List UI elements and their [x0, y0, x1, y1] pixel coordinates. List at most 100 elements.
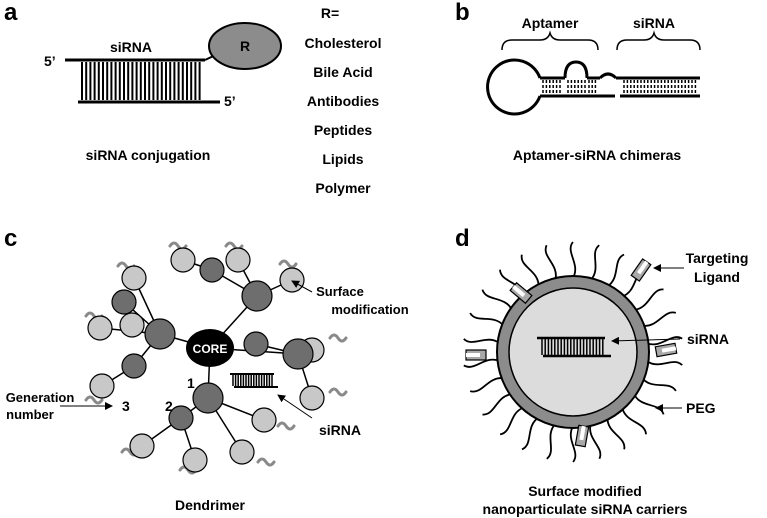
targeting-ligands — [465, 258, 678, 448]
modification-label: modification — [331, 302, 408, 317]
generation-1-node — [192, 382, 224, 414]
peg-chain — [606, 417, 626, 450]
peg-chain — [621, 407, 647, 435]
surface-modification — [328, 333, 348, 343]
peg-chain — [520, 254, 540, 287]
panel-b: b Aptamer siRNA Aptamer-siRNA chimeras — [455, 0, 701, 163]
peg-chain — [463, 358, 500, 368]
generation-3-node — [182, 447, 208, 473]
peg-chain — [589, 244, 600, 281]
generation-3-node — [129, 433, 155, 459]
panel-c-letter: c — [4, 225, 17, 252]
r-option: Cholesterol — [304, 35, 381, 51]
generation-3-node — [225, 247, 251, 273]
peg-label: PEG — [686, 400, 716, 416]
generation-3-node — [87, 315, 113, 341]
surface-modification — [278, 259, 298, 269]
peg-chain — [546, 423, 557, 460]
aptamer-brace — [501, 30, 599, 51]
caption-d-line2: nanoparticulate siRNA carriers — [483, 501, 688, 517]
generation-1-node — [282, 338, 314, 370]
generation-3-node — [251, 407, 277, 433]
carrier-sirna-arrow — [611, 336, 681, 345]
targeting-ligand — [465, 349, 487, 361]
peg-chain — [641, 377, 677, 392]
r-option: Polymer — [315, 180, 371, 196]
generation-1-node — [144, 318, 176, 350]
peg-chain — [482, 393, 513, 416]
sirna-label-b: siRNA — [633, 15, 675, 31]
dendrimer-core — [186, 329, 234, 367]
gen-number-3: 3 — [122, 398, 130, 414]
aptamer-loop — [486, 58, 542, 116]
generation-3-node — [121, 265, 147, 291]
sirna-label-a: siRNA — [110, 39, 152, 55]
number-label: number — [6, 407, 54, 422]
peg-chain — [646, 336, 683, 346]
sirna-label-d: siRNA — [687, 331, 729, 347]
generation-3-node — [119, 312, 145, 338]
gen-number-2: 2 — [165, 398, 173, 414]
caption-c: Dendrimer — [175, 497, 246, 513]
r-option: Lipids — [322, 151, 363, 167]
sirna-base-pairs — [81, 62, 201, 100]
caption-d-line1: Surface modified — [528, 483, 642, 499]
panel-a-letter: a — [4, 0, 18, 26]
generation-3-node — [170, 247, 196, 273]
panel-d-letter: d — [455, 225, 470, 252]
peg-chain — [633, 393, 665, 415]
peg-chain — [569, 425, 577, 463]
chimera-base-pairs — [542, 80, 697, 94]
sirna-brace — [616, 30, 701, 51]
generation-2-node — [243, 331, 269, 357]
surface-modification — [84, 395, 104, 405]
junction-bump — [598, 72, 618, 80]
core-label: CORE — [193, 342, 228, 356]
generation-3-node — [279, 267, 305, 293]
generation-label: Generation — [6, 390, 75, 405]
peg-chain — [606, 253, 625, 288]
generation-2-node — [111, 289, 137, 315]
generation-1-node — [241, 280, 273, 312]
targeting-label: Targeting — [686, 250, 749, 266]
generation-3-node — [89, 373, 115, 399]
peg-chain — [521, 416, 540, 451]
surface-modification — [328, 387, 348, 397]
surface-modification — [276, 421, 296, 431]
r-options-list: Cholesterol Bile Acid Antibodies Peptide… — [304, 35, 381, 196]
caption-a: siRNA conjugation — [86, 147, 211, 163]
r-group-oval — [208, 22, 282, 70]
peg-chain — [463, 338, 501, 344]
gen-number-1: 1 — [187, 375, 195, 391]
panel-c: c CORE Surface modification Generation n… — [4, 225, 409, 513]
surface-modification — [256, 457, 276, 467]
generation-2-node — [168, 405, 194, 431]
generation-3-node — [299, 385, 325, 411]
r-option: Bile Acid — [313, 64, 372, 80]
aptamer-label: Aptamer — [522, 15, 579, 31]
targeting-ligand — [574, 424, 590, 448]
peg-chain — [569, 241, 577, 279]
carrier-sirna — [537, 336, 611, 358]
peg-chains — [463, 241, 683, 463]
peg-chain — [499, 406, 525, 436]
r-equals: R= — [321, 5, 339, 21]
caption-b: Aptamer-siRNA chimeras — [513, 147, 682, 163]
generation-2-node — [121, 353, 147, 379]
targeting-ligand — [509, 281, 533, 305]
panel-b-letter: b — [455, 0, 470, 26]
five-prime-bottom: 5’ — [224, 93, 236, 109]
r-option: Peptides — [314, 122, 373, 138]
peg-chain — [589, 423, 602, 460]
targeting-ligand — [630, 258, 652, 282]
aptamer-hairpin — [563, 60, 589, 79]
peg-chain — [633, 288, 664, 311]
targeting-ligand — [654, 342, 678, 358]
peg-chain — [645, 360, 683, 366]
peg-chain — [469, 377, 504, 393]
dendrimer-sirna-arrow — [277, 394, 313, 419]
surface-label: Surface — [316, 284, 364, 299]
panel-a: a R siRNA 5’ 5’ R= Cholesterol Bile Acid… — [4, 0, 382, 196]
nanoparticle-core — [508, 287, 638, 417]
